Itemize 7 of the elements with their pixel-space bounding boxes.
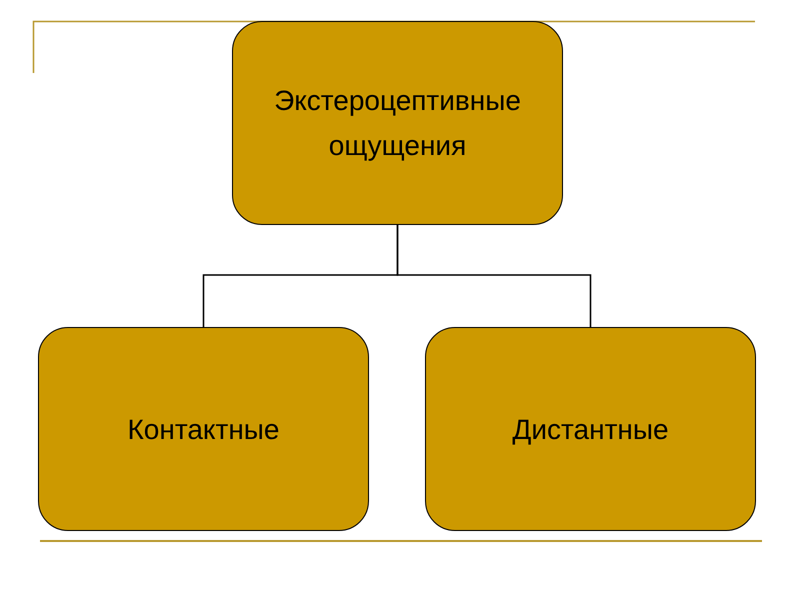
rounded-box xyxy=(38,327,369,531)
rounded-box xyxy=(232,21,563,225)
node-label: Контактные xyxy=(128,412,280,446)
rounded-box xyxy=(425,327,756,531)
connector-line xyxy=(396,225,592,327)
node-label: Экстероцептивные ощущения xyxy=(273,84,522,163)
node-label: Дистантные xyxy=(512,412,669,447)
